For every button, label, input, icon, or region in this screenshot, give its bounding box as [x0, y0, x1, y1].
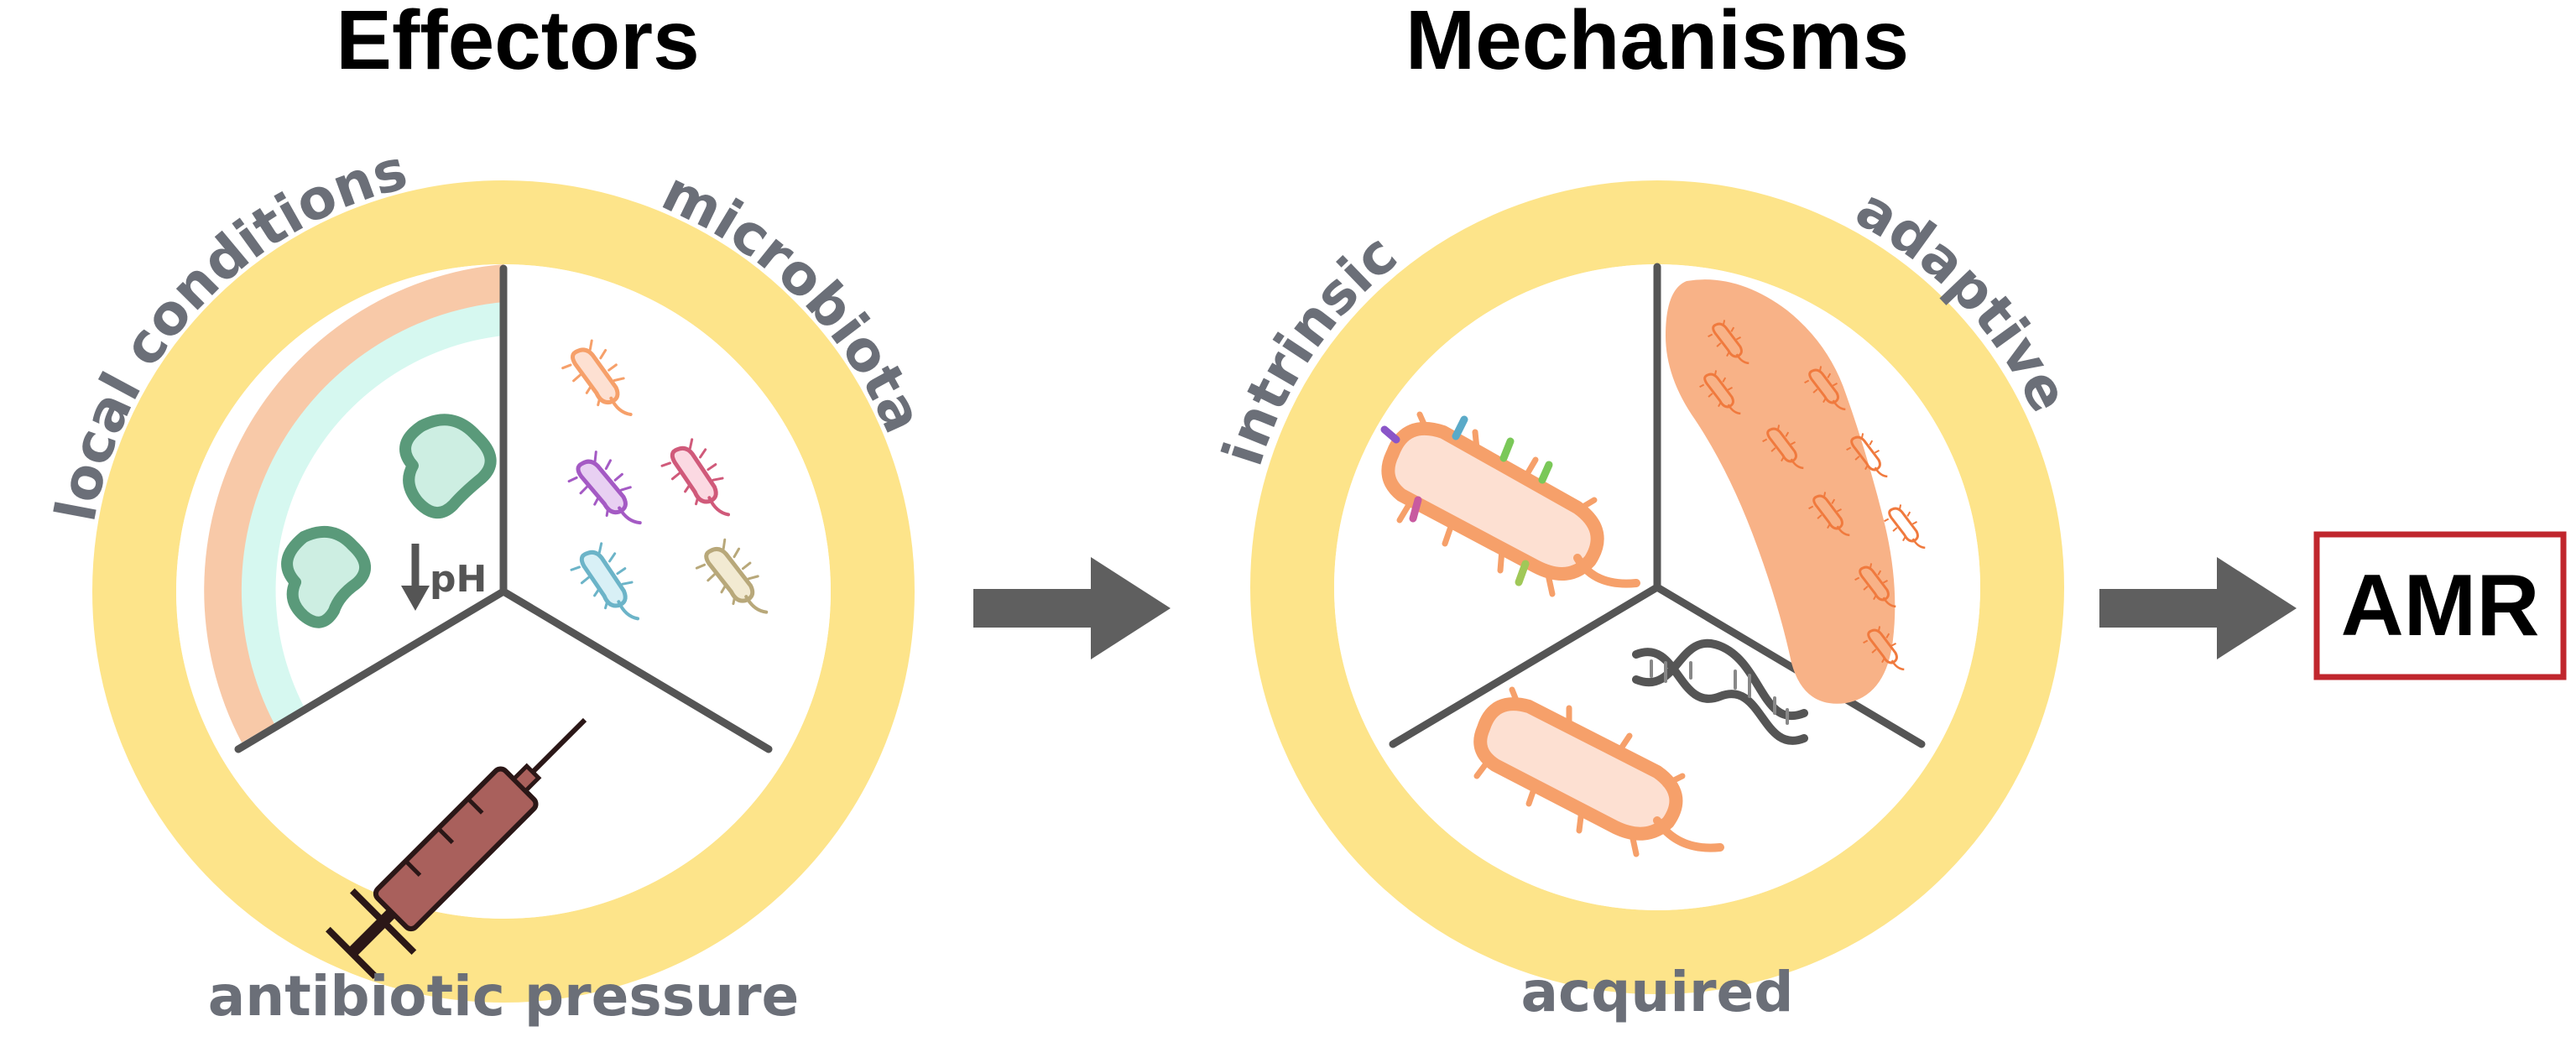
acquired-label: acquired — [1520, 960, 1793, 1024]
ph-label: pH — [430, 558, 487, 601]
host-cell-icon — [281, 526, 371, 628]
mechanisms-heading: Mechanisms — [1405, 0, 1909, 87]
syringe-icon — [326, 717, 587, 979]
mechanisms-ring — [1250, 180, 2064, 994]
effectors-circle: pH — [92, 180, 915, 1003]
effectors-dividers — [234, 264, 773, 753]
mechanisms-circle — [1250, 180, 2064, 994]
host-cell-icon — [399, 414, 497, 518]
biofilm-icon — [1666, 279, 1939, 704]
tissue-layers — [204, 264, 503, 742]
mechanisms-dividers — [1389, 263, 1926, 748]
acquired-bacterium-icon — [1473, 686, 1724, 857]
amr-label: AMR — [2341, 557, 2540, 654]
intrinsic-bacterium-icon — [1380, 411, 1640, 597]
arrow-effectors-to-mechanisms — [973, 557, 1171, 659]
effectors-heading: Effectors — [336, 0, 699, 87]
arrow-mechanisms-to-amr — [2099, 557, 2297, 659]
amr-box: AMR — [2313, 531, 2567, 680]
ph-decrease-icon: pH — [401, 544, 487, 611]
effectors-ring — [92, 180, 915, 1003]
antibiotic-pressure-label: antibiotic pressure — [208, 964, 800, 1029]
dna-icon — [1632, 638, 1808, 745]
